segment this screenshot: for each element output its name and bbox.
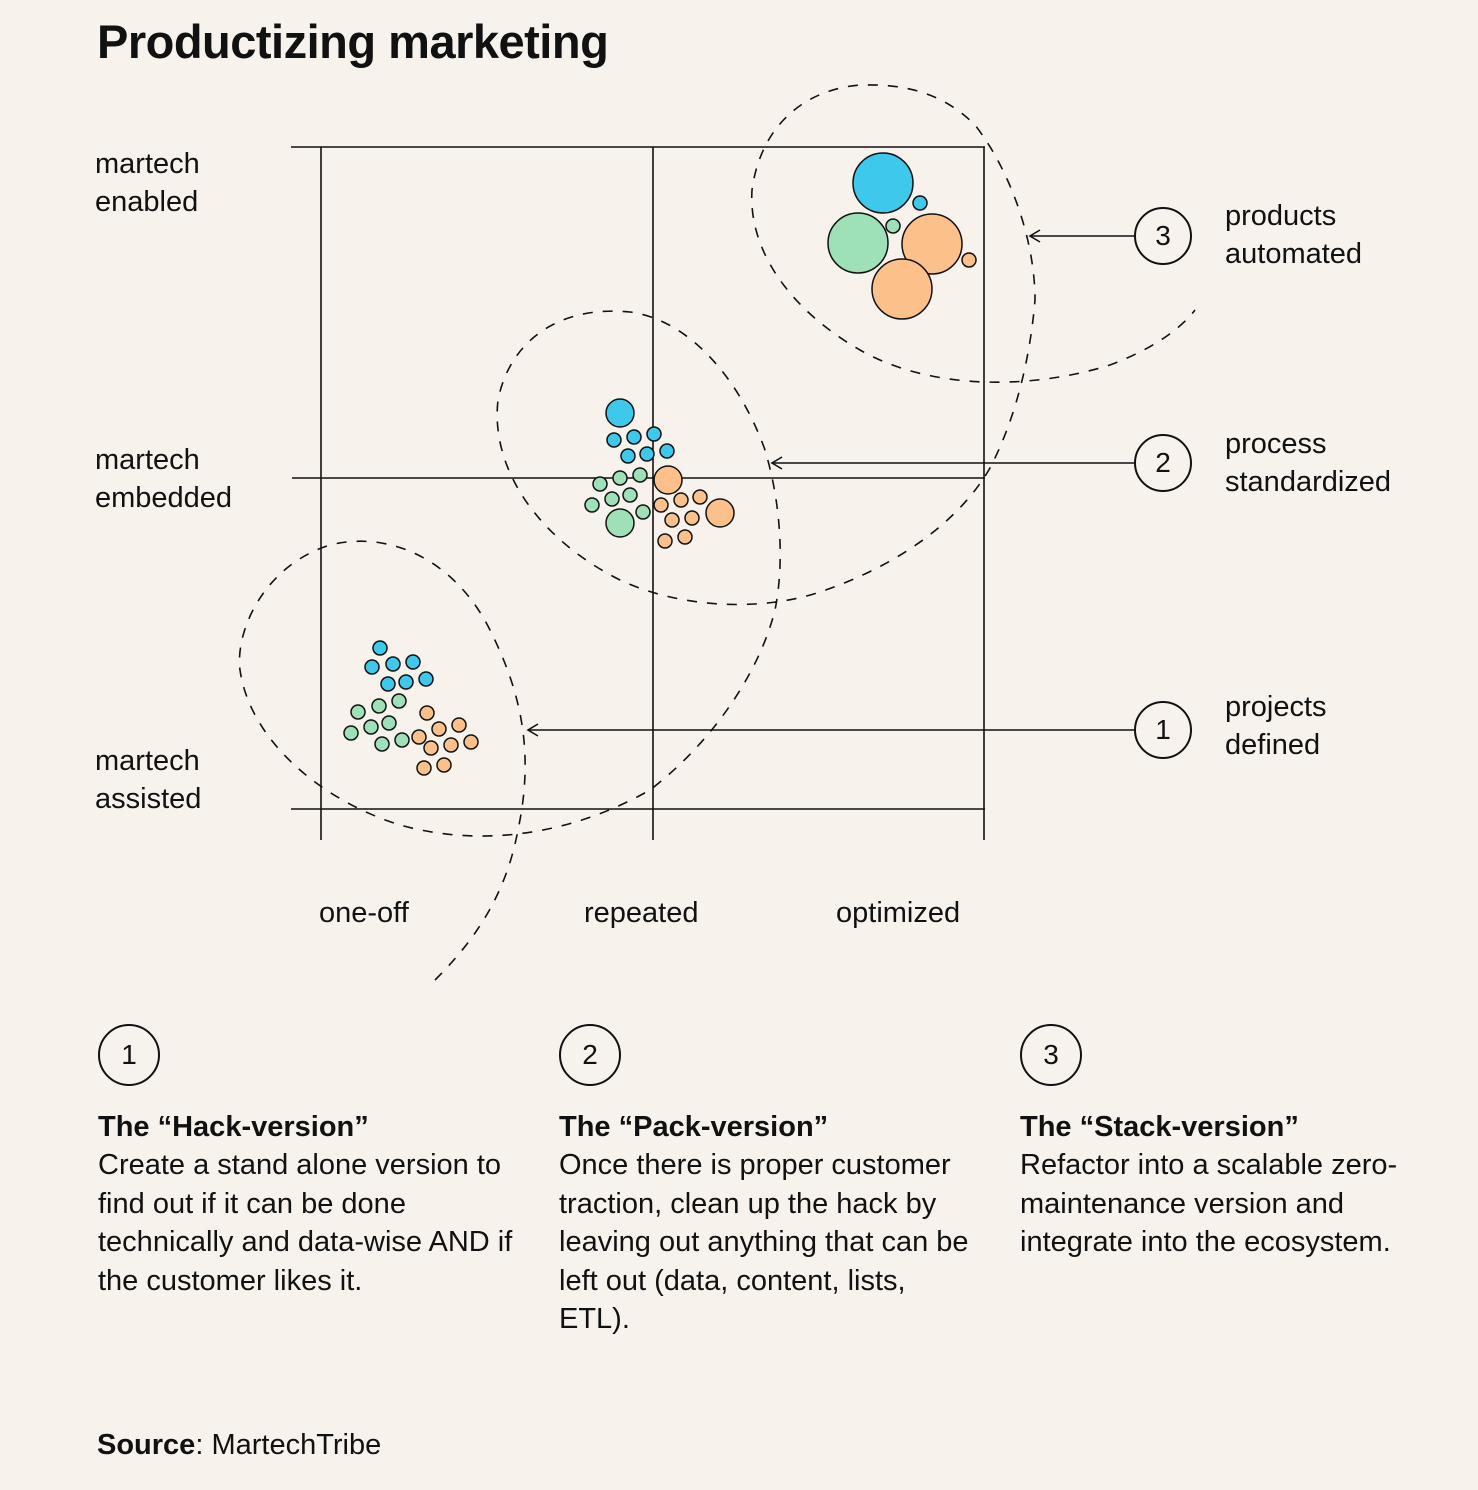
- bubble: [372, 640, 388, 656]
- bubble: [443, 737, 459, 753]
- bubble: [463, 734, 479, 750]
- bubble: [852, 152, 914, 214]
- bubble: [584, 497, 600, 513]
- bubble: [343, 725, 359, 741]
- step-3-text: Refactor into a scalable zero-maintenanc…: [1020, 1149, 1398, 1258]
- bubble: [885, 218, 901, 234]
- x-label-optimized: optimized: [836, 897, 961, 929]
- bubble: [606, 432, 622, 448]
- bubble: [418, 671, 434, 687]
- page-title: Productizing marketing: [97, 15, 609, 68]
- arrowhead-1: [526, 723, 539, 737]
- arrows: [526, 229, 1135, 737]
- bubble: [635, 504, 651, 520]
- bubble: [605, 398, 635, 428]
- bubble: [639, 446, 655, 462]
- bubble: [605, 508, 635, 538]
- bubble: [592, 476, 608, 492]
- bubble: [364, 659, 380, 675]
- bubble: [961, 252, 977, 268]
- source-note: Source: MartechTribe: [97, 1429, 381, 1462]
- bubble: [416, 760, 432, 776]
- x-label-one-off: one-off: [319, 897, 409, 929]
- y-label-martech-assisted: martech assisted: [95, 745, 202, 815]
- stage-1-label: projects defined: [1225, 691, 1327, 761]
- bubble: [419, 705, 435, 721]
- bubble: [657, 533, 673, 549]
- stage-2-badge: 2: [1134, 434, 1192, 492]
- y-label-martech-enabled: martech enabled: [95, 148, 200, 218]
- bubble: [391, 693, 407, 709]
- bubble: [398, 674, 414, 690]
- step-2-badge: 2: [559, 1024, 621, 1086]
- step-2-title: The “Pack-version”: [559, 1111, 829, 1143]
- stage-2-label: process standardized: [1225, 428, 1392, 498]
- bubble: [423, 740, 439, 756]
- bubble: [405, 654, 421, 670]
- bubble: [363, 719, 379, 735]
- source-value: : MartechTribe: [195, 1429, 382, 1461]
- step-3-title: The “Stack-version”: [1020, 1111, 1299, 1143]
- bubble: [431, 721, 447, 737]
- arrowhead-3: [1028, 229, 1041, 243]
- bubble: [436, 757, 452, 773]
- bubble: [684, 510, 700, 526]
- step-hack-version: 1 The “Hack-version” Create a stand alon…: [98, 1024, 518, 1300]
- stage-1-badge: 1: [1134, 701, 1192, 759]
- bubble: [901, 213, 963, 275]
- bubble: [692, 489, 708, 505]
- bubble: [827, 212, 889, 274]
- y-label-martech-embedded: martech embedded: [95, 444, 233, 514]
- bubble: [871, 258, 933, 320]
- bubble: [385, 656, 401, 672]
- bubble: [632, 467, 648, 483]
- step-1-title: The “Hack-version”: [98, 1111, 369, 1143]
- bubble: [622, 487, 638, 503]
- bubble: [653, 497, 669, 513]
- loop-path-1: [238, 84, 1196, 981]
- bubble: [394, 732, 410, 748]
- step-1-text: Create a stand alone version to find out…: [98, 1149, 513, 1297]
- bubble: [677, 529, 693, 545]
- stage-3-badge: 3: [1134, 207, 1192, 265]
- bubble: [411, 729, 427, 745]
- source-label: Source: [97, 1429, 196, 1461]
- step-stack-version: 3 The “Stack-version” Refactor into a sc…: [1020, 1024, 1440, 1262]
- bubble: [380, 676, 396, 692]
- bubble: [381, 715, 397, 731]
- bubble: [646, 426, 662, 442]
- step-1-badge: 1: [98, 1024, 160, 1086]
- bubble: [912, 195, 928, 211]
- bubble: [451, 717, 467, 733]
- step-3-badge: 3: [1020, 1024, 1082, 1086]
- bubble: [705, 498, 735, 528]
- bubble: [612, 470, 628, 486]
- dashed-paths: [238, 84, 1196, 981]
- step-pack-version: 2 The “Pack-version” Once there is prope…: [559, 1024, 969, 1339]
- bubble: [604, 491, 620, 507]
- bubble: [350, 704, 366, 720]
- bubble: [371, 698, 387, 714]
- x-label-repeated: repeated: [584, 897, 699, 929]
- bubble: [626, 429, 642, 445]
- bubble: [673, 492, 689, 508]
- bubble: [664, 512, 680, 528]
- bubble: [659, 443, 675, 459]
- step-2-text: Once there is proper customer traction, …: [559, 1149, 969, 1335]
- bubble: [653, 465, 683, 495]
- bubble-clusters: [343, 152, 977, 776]
- arrowhead-2: [770, 456, 783, 470]
- maturity-diagram: [238, 84, 1196, 981]
- bubble: [620, 448, 636, 464]
- bubble: [374, 736, 390, 752]
- stage-3-label: products automated: [1225, 200, 1363, 270]
